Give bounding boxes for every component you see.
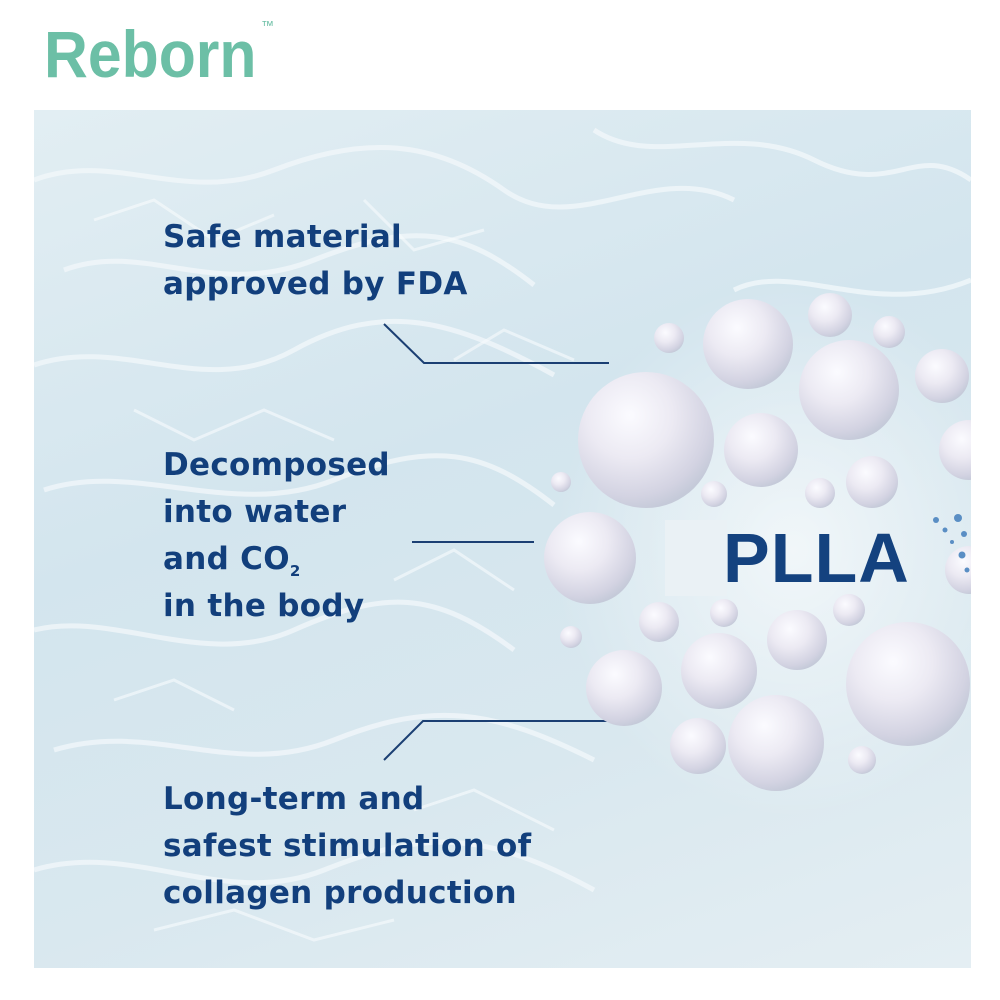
co2-text: and CO bbox=[163, 541, 290, 577]
plla-label-box: PLLA bbox=[665, 519, 965, 597]
water-texture-background bbox=[34, 127, 971, 942]
water-droplets-icon bbox=[933, 514, 970, 573]
co2-line: and CO2 bbox=[163, 536, 390, 583]
connector-lines bbox=[383, 323, 609, 761]
feature-collagen: Long-term and safest stimulation of coll… bbox=[163, 776, 531, 917]
brand-name: Reborn bbox=[44, 17, 257, 91]
feature-line: approved by FDA bbox=[163, 266, 468, 302]
plla-microsphere-cluster bbox=[544, 293, 971, 791]
feature-line: collagen production bbox=[163, 875, 517, 911]
feature-decomposition: Decomposed into water and CO2 in the bod… bbox=[163, 442, 390, 630]
plla-label: PLLA bbox=[723, 519, 910, 597]
brand-logo: Reborn ™ bbox=[44, 14, 274, 94]
feature-line: Safe material bbox=[163, 219, 402, 255]
product-illustration-panel: Safe material approved by FDA Decomposed… bbox=[34, 110, 971, 968]
feature-line: safest stimulation of bbox=[163, 828, 532, 864]
feature-line: Long-term and bbox=[163, 781, 425, 817]
feature-line: in the body bbox=[163, 588, 365, 624]
trademark-symbol: ™ bbox=[261, 18, 274, 33]
co2-subscript: 2 bbox=[289, 562, 301, 580]
label-backdrop bbox=[665, 520, 727, 596]
feature-line: into water bbox=[163, 494, 347, 530]
feature-fda-approved: Safe material approved by FDA bbox=[163, 214, 468, 308]
feature-line: Decomposed bbox=[163, 447, 390, 483]
